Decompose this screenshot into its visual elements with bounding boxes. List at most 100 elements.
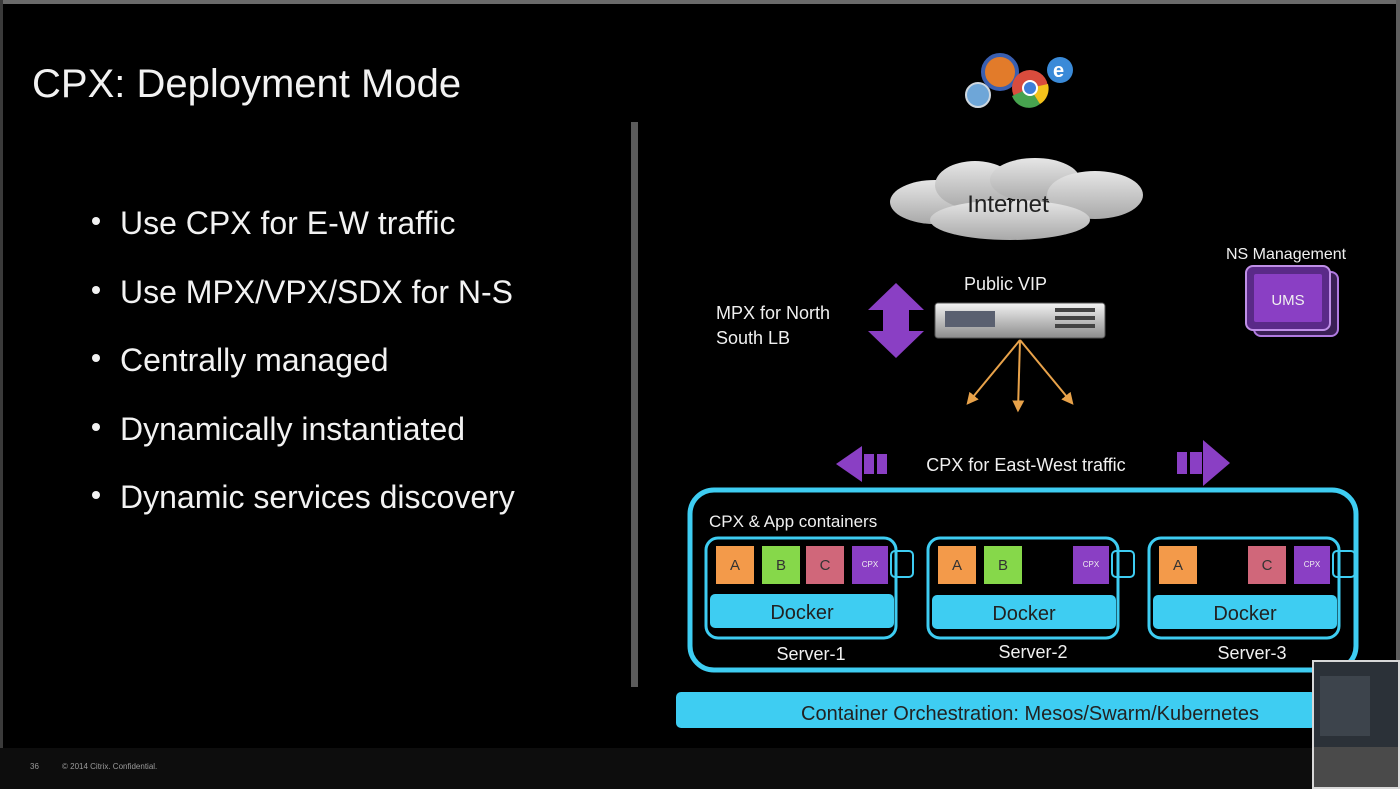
app-container-b [762,546,800,584]
orchestration-label: Container Orchestration: Mesos/Swarm/Kub… [801,703,1259,725]
bullet-text: Dynamically instantiated [120,410,466,447]
bullet-dot [92,285,100,294]
public-vip-label: Public VIP [964,274,1047,294]
bullet-dot [92,217,100,225]
east-west-arrow-right-head [1203,440,1230,486]
docker-bar [1153,595,1337,629]
window-right-edge [1396,0,1400,789]
appliance-bezel [945,311,995,327]
webcam-desk [1314,747,1398,787]
app-container-a [1159,546,1197,584]
bullet-item: Dynamically instantiated [90,411,515,480]
copyright-notice: © 2014 Citrix. Confidential. [62,762,158,771]
north-south-arrow [868,283,924,358]
mpx-label-line2: South LB [716,328,790,348]
bullet-dot [92,491,100,499]
cpx-badge: CPX [1304,560,1321,569]
east-west-arrow-left-bar [877,454,887,474]
slide-number: 36 [30,762,39,771]
docker-label: Docker [770,602,834,624]
app-container-label: A [1173,557,1183,574]
docker-bar [932,595,1116,629]
app-container-label: A [730,557,740,574]
east-west-arrow-left-head [836,446,862,482]
cloud-lobe [1047,171,1143,219]
app-container-label: B [776,557,786,574]
server-1: A B C CPX Docker Server-1 [704,536,914,664]
bullet-item: Use MPX/VPX/SDX for N-S [90,274,515,343]
app-container-a [716,546,754,584]
slide-footer: 36 © 2014 Citrix. Confidential. [0,748,1400,789]
orchestration-bar [676,692,1316,728]
slide-divider [631,122,638,687]
bullet-dot [92,422,100,431]
ie-icon [1047,57,1073,83]
app-container-a [938,546,976,584]
cpx-container [1073,546,1109,584]
cpx-container [1294,546,1330,584]
browser-icons: e [965,53,1073,108]
safari-icon [965,82,991,108]
appliance-vent [1055,324,1095,328]
app-container-c [1248,546,1286,584]
app-container-label: C [1262,557,1273,574]
slide-title: CPX: Deployment Mode [32,62,462,106]
fanout-arrow-left [966,339,1021,405]
internet-cloud: Internet [890,158,1143,240]
bullet-text: Centrally managed [120,342,389,378]
mpx-label-line1: MPX for North [716,303,830,323]
app-container-b [984,546,1022,584]
webcam-thumbnail [1312,660,1400,789]
ns-management-label: NS Management [1226,246,1347,263]
cpx-container [852,546,888,584]
cloud-lobe [930,200,1090,240]
containers-title: CPX & App containers [709,512,877,531]
east-west-arrow-right-bar [1177,452,1187,474]
east-west-arrow-left-bar [864,454,874,474]
docker-label: Docker [1213,603,1277,625]
bullet-item: Dynamic services discovery [90,479,515,548]
bullet-dot [92,354,100,362]
bullet-list: Use CPX for E-W traffic Use MPX/VPX/SDX … [90,205,515,548]
docker-label: Docker [992,603,1056,625]
firefox-icon [981,53,1019,91]
bullet-text: Use MPX/VPX/SDX for N-S [120,273,513,310]
east-west-arrow-left [836,446,887,482]
app-container-c [806,546,844,584]
vip-fanout-arrows [966,339,1074,413]
east-west-arrow-right [1177,440,1230,486]
bullet-text: Dynamic services discovery [120,479,515,515]
server-3: A C CPX Docker Server-3 [1147,536,1356,663]
cpx-port [1111,550,1135,578]
appliance-vent [1055,316,1095,320]
bullet-item: Use CPX for E-W traffic [90,205,515,274]
app-container-label: A [952,557,962,574]
east-west-arrow-right-bar [1190,452,1202,474]
ums-inner [1254,274,1322,322]
ie-icon-glyph: e [1053,60,1064,82]
internet-label: Internet [967,191,1049,218]
cpx-port [1332,550,1356,578]
window-left-edge [0,0,3,789]
fanout-arrow-center [1012,339,1025,413]
ums-box: UMS [1245,265,1339,337]
app-container-label: C [820,557,831,574]
east-west-label: CPX for East-West traffic [926,455,1125,475]
window-top-edge [0,0,1400,4]
bullet-text: Use CPX for E-W traffic [120,205,456,241]
bullet-item: Centrally managed [90,342,515,411]
mpx-appliance [934,302,1106,339]
cpx-badge: CPX [862,560,879,569]
ums-label: UMS [1271,292,1304,309]
server-name: Server-2 [998,642,1067,662]
docker-bar [710,594,894,628]
server-name: Server-1 [776,644,845,664]
appliance-vent [1055,308,1095,312]
server-name: Server-3 [1217,643,1286,663]
chrome-icon-center [1022,80,1038,96]
cpx-port [890,550,914,578]
webcam-window-glare [1320,676,1370,736]
server-2: A B CPX Docker Server-2 [926,536,1135,662]
